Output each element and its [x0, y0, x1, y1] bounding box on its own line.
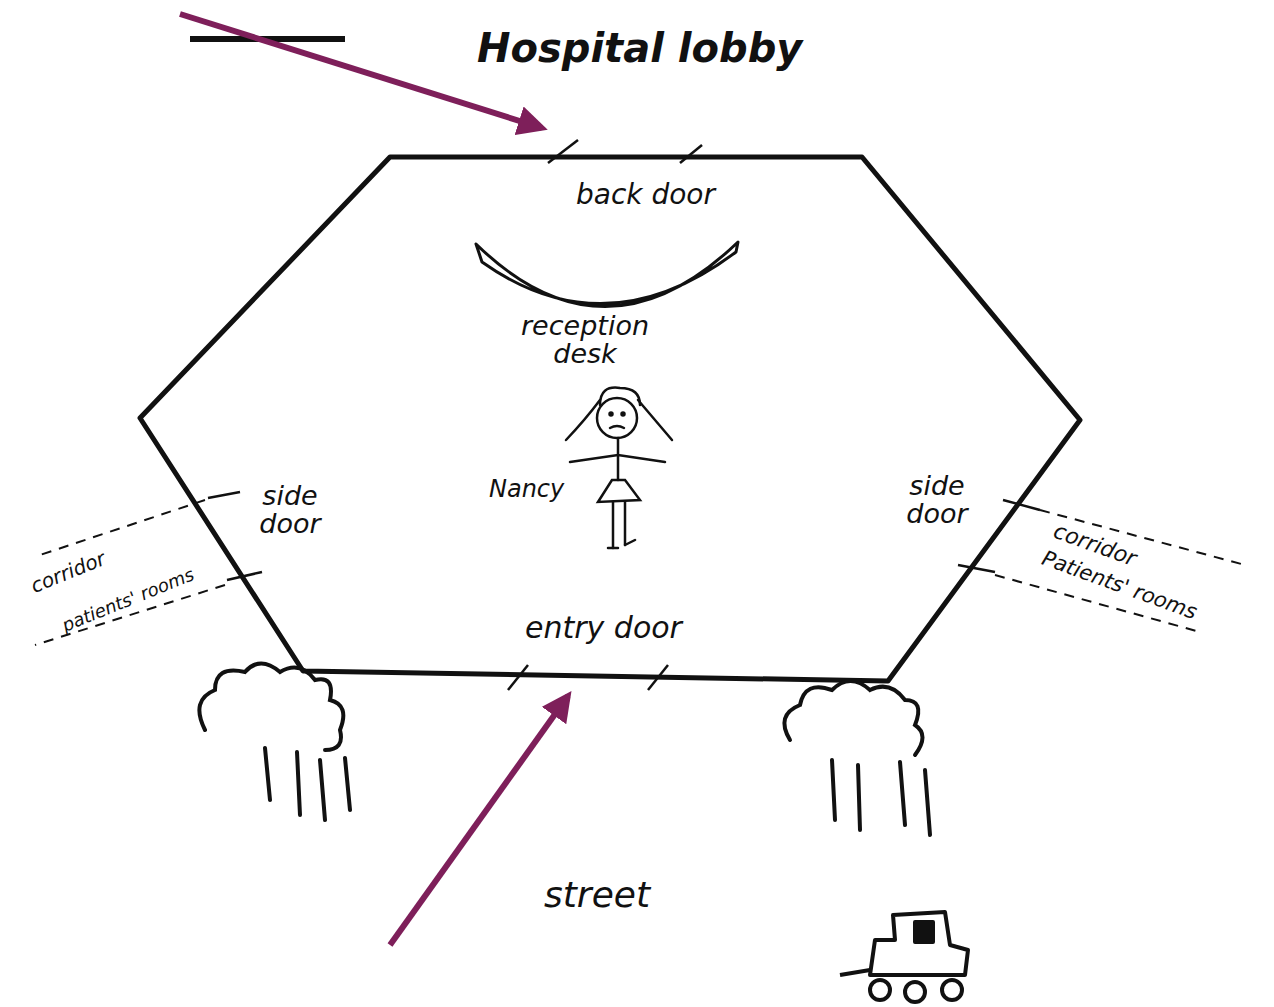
corridor-lines	[35, 500, 1245, 645]
pointer-arrow	[390, 696, 568, 945]
door-marks	[208, 140, 1040, 690]
diagram-title: Hospital lobby	[477, 27, 802, 69]
desk-label: reception desk	[490, 312, 680, 369]
corridor-label: corridor	[28, 548, 109, 597]
trees	[199, 664, 930, 836]
nancy-figure	[566, 388, 672, 548]
street-label: street	[544, 876, 650, 914]
door-label: side door	[877, 472, 997, 529]
vehicle	[840, 912, 968, 1002]
lobby-outline	[140, 157, 1080, 681]
reception-desk	[476, 242, 738, 307]
door-label: side door	[230, 482, 350, 539]
door-label: back door	[576, 180, 715, 209]
person-name: Nancy	[489, 477, 564, 502]
door-label: entry door	[525, 612, 682, 644]
